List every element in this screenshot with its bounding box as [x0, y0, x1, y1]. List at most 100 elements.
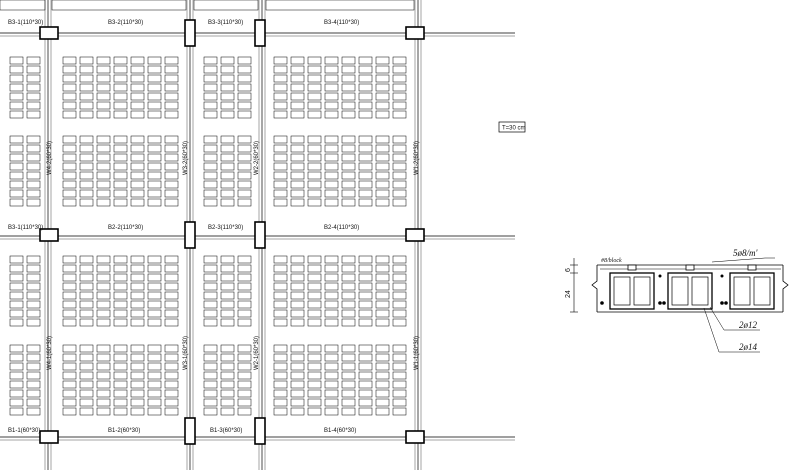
- hollow-block: [237, 144, 252, 153]
- hollow-block: [237, 407, 252, 416]
- hollow-block: [26, 65, 41, 74]
- hollow-block: [147, 56, 162, 65]
- hollow-block: [375, 171, 390, 180]
- hollow-block: [237, 65, 252, 74]
- hollow-block: [164, 65, 179, 74]
- hollow-block: [130, 273, 145, 282]
- hollow-block: [203, 353, 218, 362]
- hollow-block: [9, 153, 24, 162]
- hollow-block: [220, 291, 235, 300]
- hollow-block: [130, 362, 145, 371]
- rebar-dot: [724, 301, 728, 305]
- hollow-block: [203, 74, 218, 83]
- hollow-block: [113, 101, 128, 110]
- hollow-block: [237, 291, 252, 300]
- hollow-block: [164, 389, 179, 398]
- section-block: [667, 272, 713, 310]
- hollow-block: [290, 83, 305, 92]
- hollow-block: [203, 110, 218, 119]
- hollow-block: [96, 353, 111, 362]
- hollow-block: [220, 74, 235, 83]
- hollow-block: [290, 273, 305, 282]
- hollow-block: [273, 56, 288, 65]
- block-cell: [733, 276, 751, 306]
- hollow-block: [290, 189, 305, 198]
- hollow-block: [203, 300, 218, 309]
- hollow-block: [113, 135, 128, 144]
- hollow-block: [341, 371, 356, 380]
- beam-label-bottom-2: B1-2(60*30): [108, 428, 140, 434]
- hollow-block: [324, 189, 339, 198]
- hollow-block: [307, 344, 322, 353]
- hollow-block: [324, 92, 339, 101]
- hollow-block: [164, 56, 179, 65]
- hollow-block: [341, 344, 356, 353]
- hollow-block: [220, 110, 235, 119]
- hollow-block: [324, 344, 339, 353]
- hollow-block: [203, 380, 218, 389]
- hollow-block: [96, 362, 111, 371]
- beam-label-mid-2: B2-2(110*30): [108, 225, 143, 231]
- hollow-block: [26, 153, 41, 162]
- hollow-block: [307, 135, 322, 144]
- hollow-block: [290, 74, 305, 83]
- hollow-block: [113, 353, 128, 362]
- hollow-block: [62, 74, 77, 83]
- hollow-block: [358, 162, 373, 171]
- hollow-block: [237, 110, 252, 119]
- hollow-block: [164, 264, 179, 273]
- hollow-block: [79, 309, 94, 318]
- hollow-block: [147, 309, 162, 318]
- hollow-block: [290, 198, 305, 207]
- hollow-block: [237, 101, 252, 110]
- hollow-block: [392, 83, 407, 92]
- hollow-block: [392, 171, 407, 180]
- hollow-block: [203, 344, 218, 353]
- hollow-block: [273, 198, 288, 207]
- hollow-block: [220, 92, 235, 101]
- hollow-block: [113, 65, 128, 74]
- hollow-block: [307, 74, 322, 83]
- hollow-block: [164, 291, 179, 300]
- hollow-block: [392, 255, 407, 264]
- hollow-block: [164, 282, 179, 291]
- hollow-block: [220, 65, 235, 74]
- hollow-block: [341, 135, 356, 144]
- hollow-block: [273, 110, 288, 119]
- hollow-block: [375, 83, 390, 92]
- hollow-block: [79, 371, 94, 380]
- hollow-block: [164, 83, 179, 92]
- hollow-block: [203, 180, 218, 189]
- beam-outline: [193, 0, 259, 11]
- hollow-block: [375, 189, 390, 198]
- hollow-block: [375, 56, 390, 65]
- hollow-block: [9, 144, 24, 153]
- hollow-block: [290, 353, 305, 362]
- hollow-block: [9, 110, 24, 119]
- hollow-block: [358, 264, 373, 273]
- hollow-block: [96, 189, 111, 198]
- hollow-block: [341, 353, 356, 362]
- hollow-block: [307, 101, 322, 110]
- hollow-block: [307, 282, 322, 291]
- hollow-block: [273, 180, 288, 189]
- hollow-block: [147, 171, 162, 180]
- hollow-block: [147, 153, 162, 162]
- rebar-dot: [720, 301, 724, 305]
- hollow-block: [324, 318, 339, 327]
- block-cell: [691, 276, 709, 306]
- wall-label-lower-1: W4-1(60*30): [47, 336, 53, 370]
- hollow-block: [26, 110, 41, 119]
- hollow-block: [290, 110, 305, 119]
- hollow-block: [341, 83, 356, 92]
- hollow-block: [96, 273, 111, 282]
- hollow-block: [341, 198, 356, 207]
- hollow-block: [113, 255, 128, 264]
- hollow-block: [358, 273, 373, 282]
- hollow-block: [392, 309, 407, 318]
- hollow-block: [26, 282, 41, 291]
- hollow-block: [9, 65, 24, 74]
- hollow-block: [273, 291, 288, 300]
- hollow-block: [9, 300, 24, 309]
